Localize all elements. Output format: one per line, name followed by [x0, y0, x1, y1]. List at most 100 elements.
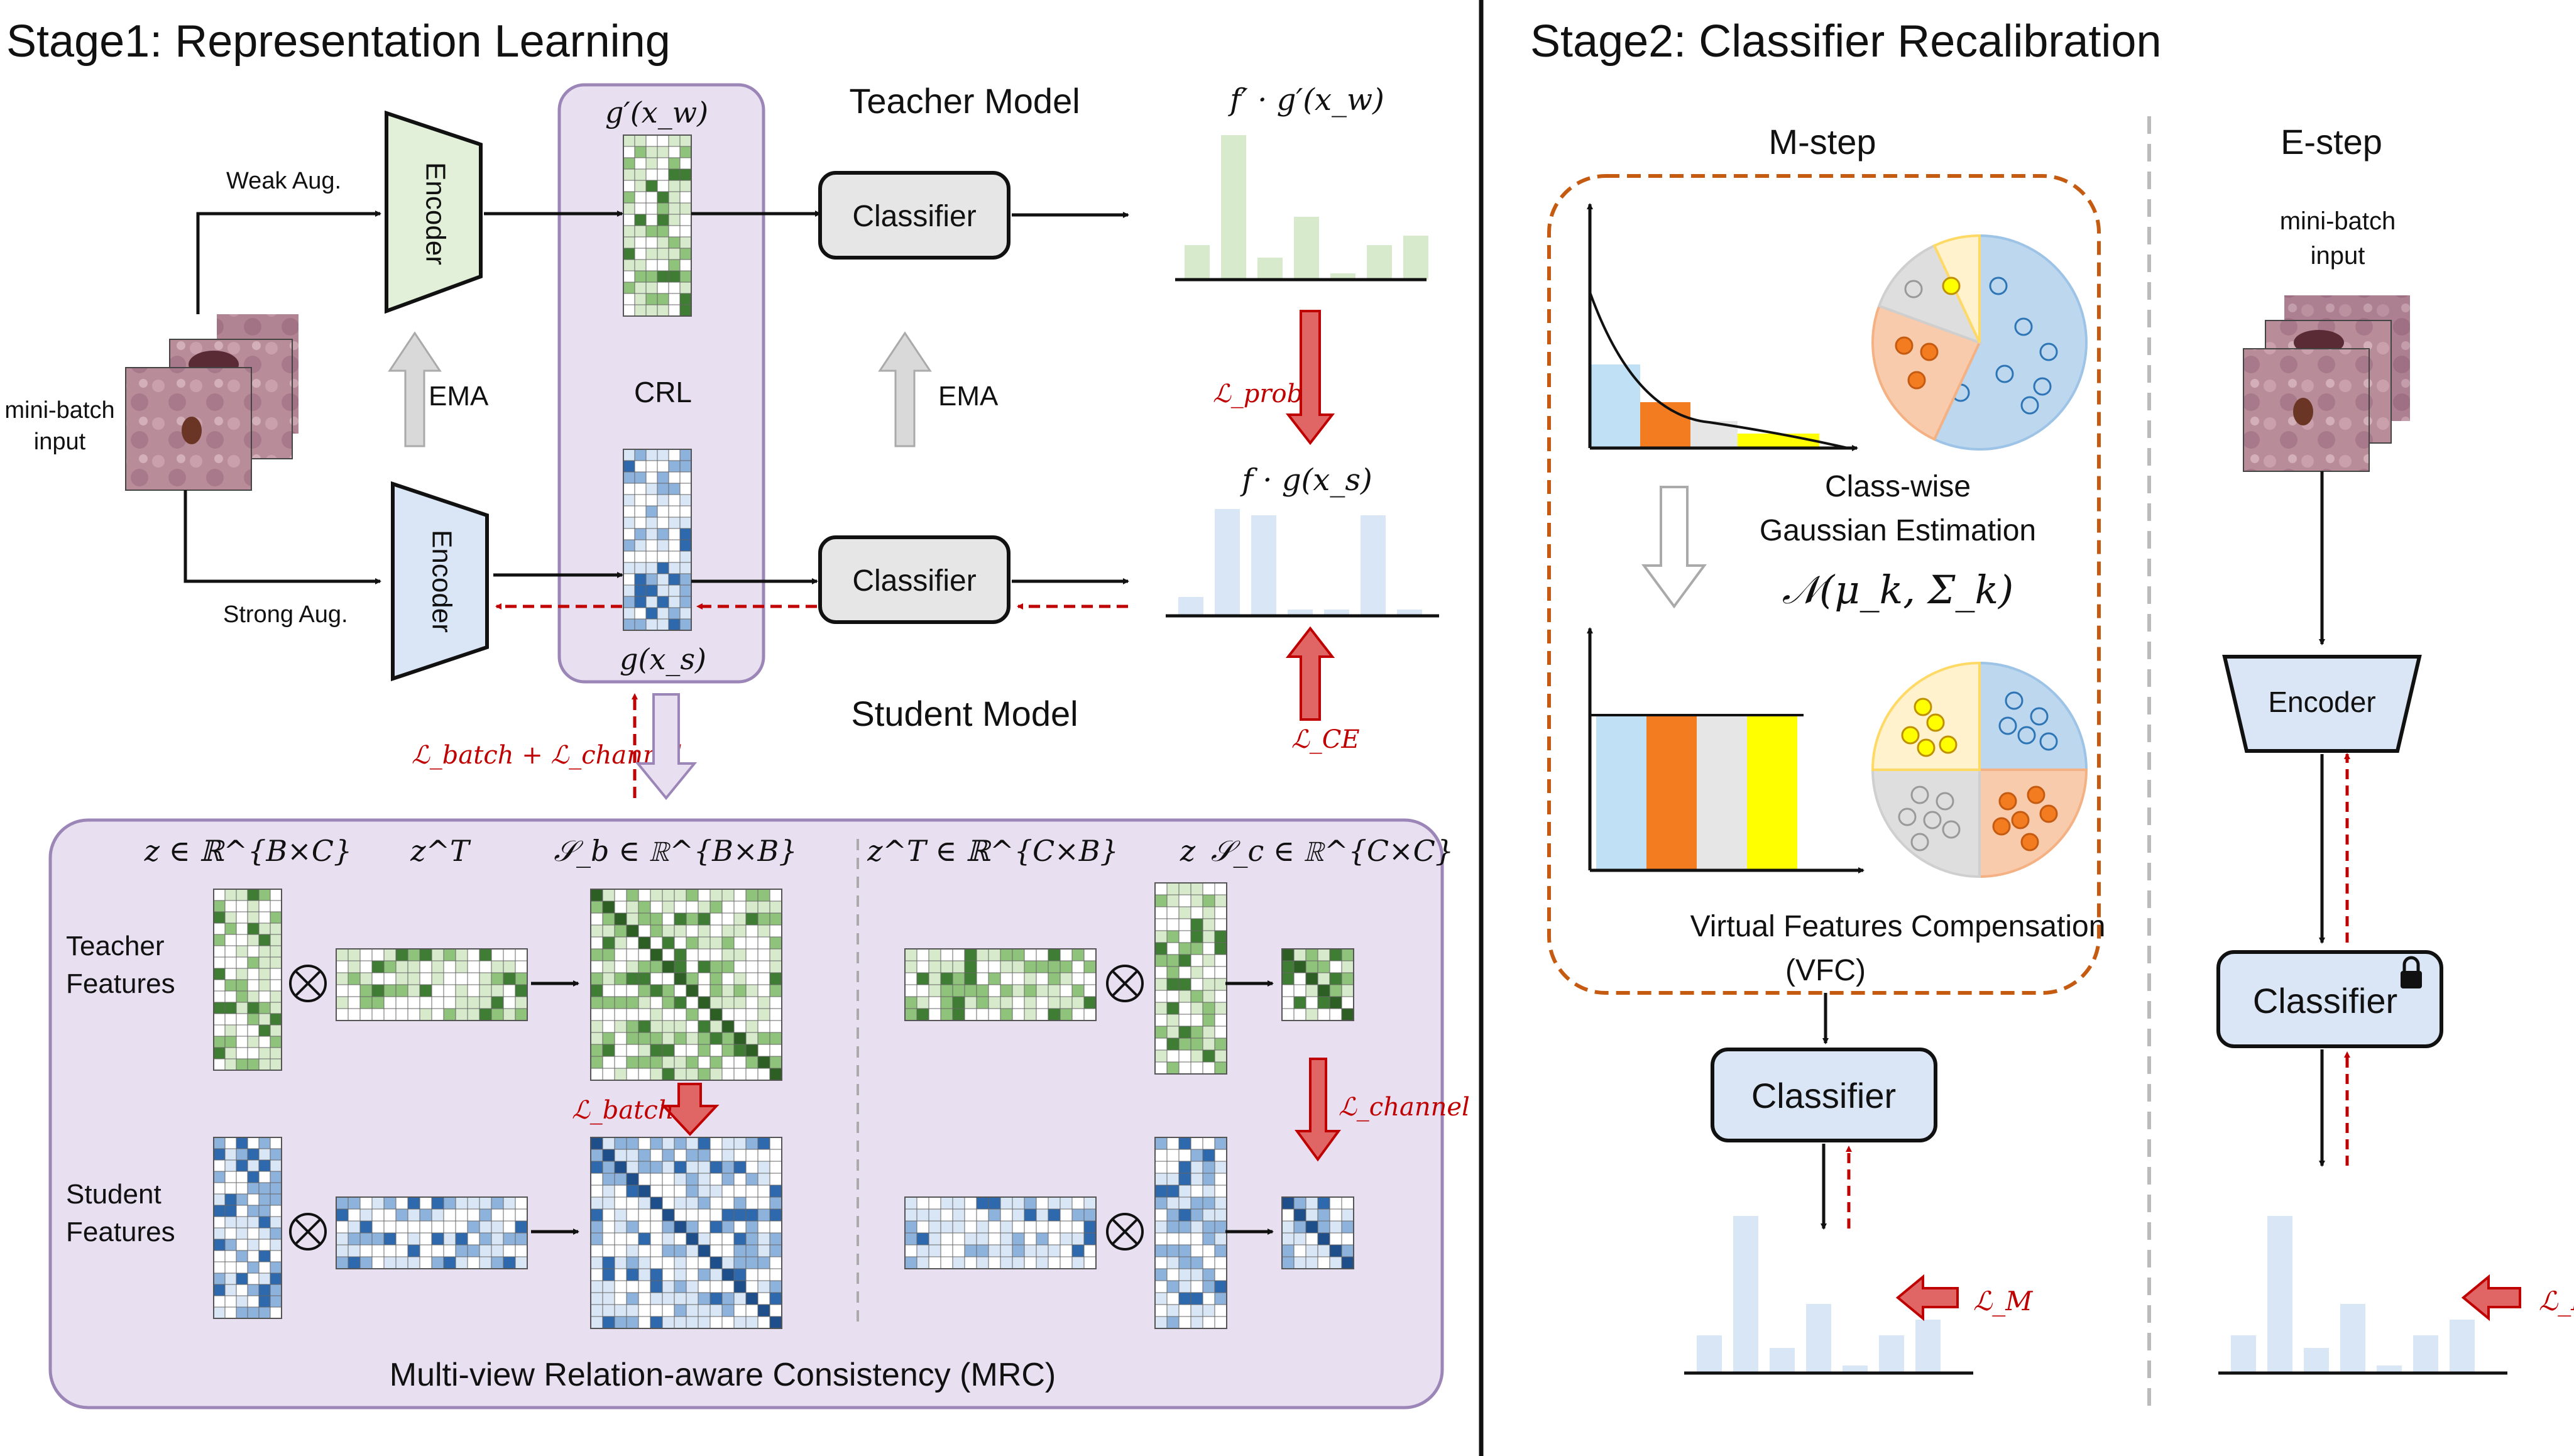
stage1-input-images [125, 314, 298, 491]
teacher-zT-matrix [336, 948, 528, 1021]
sample-dot [2017, 726, 2036, 745]
stage2-title: Stage2: Classifier Recalibration [1530, 16, 2161, 67]
estep-input-line2: input [2311, 242, 2365, 270]
loss-channel-arrow [1295, 1058, 1341, 1162]
teacher-output-bar [1367, 245, 1392, 280]
zT-label: z^T [410, 834, 471, 868]
input-label-line1: mini-batch [4, 397, 114, 424]
estep-output-bar [2340, 1304, 2365, 1373]
teacher-output-bar [1330, 273, 1355, 280]
teacher-output-bar [1185, 245, 1210, 280]
mrc-panel: Multi-view Relation-aware Consistency (M… [48, 818, 1470, 1409]
loss-e-arrow [2461, 1274, 2521, 1322]
sample-dot [1942, 820, 1961, 839]
teacher-classifier-label: Classifier [852, 200, 976, 233]
teacher-encoder [385, 110, 483, 314]
teacher-sb-matrix [590, 889, 782, 1081]
vfc-line2: (VFC) [1785, 954, 1866, 987]
mrc-matrices [213, 882, 1354, 1329]
otimes-icon [289, 965, 327, 1002]
pie-slice [1871, 769, 1981, 879]
sample-dot [1910, 785, 1929, 804]
student-output-bar [1215, 509, 1240, 616]
sample-dot [2020, 396, 2039, 415]
long-tail-chart [1587, 203, 1858, 451]
weak-aug-arrow [196, 211, 381, 314]
class-distribution-pie-bottom [1871, 661, 2088, 879]
ema-label-right: EMA [938, 381, 999, 412]
sample-dot [1895, 336, 1914, 355]
student-encoder-label: Encoder [426, 530, 457, 633]
student-output-bar [1324, 610, 1349, 616]
student-output-distribution [1178, 509, 1422, 616]
student-z2-matrix [1154, 1137, 1227, 1329]
otimes-icon [289, 1213, 327, 1251]
teacher-sc-matrix [1281, 948, 1354, 1021]
student-sc-matrix [1281, 1196, 1354, 1269]
crl-box [557, 83, 765, 684]
z-label: z ∈ ℝ^{B×C} [144, 834, 352, 868]
sample-dot [2033, 377, 2052, 396]
vfc-line1: Virtual Features Compensation [1690, 910, 2106, 943]
teacher-features-line2: Features [66, 968, 175, 999]
estep-output-bar [2377, 1366, 2402, 1373]
teacher-encoder-label: Encoder [420, 162, 451, 265]
loss-ce-label: ℒ_CE [1291, 725, 1360, 754]
crl-label: CRL [634, 376, 692, 408]
mstep-output-bar [1879, 1335, 1904, 1373]
sample-dot [1923, 811, 1942, 829]
sample-dot [1926, 713, 1945, 732]
strong-aug-label: Strong Aug. [223, 601, 348, 628]
weak-aug-label: Weak Aug. [226, 168, 341, 194]
sample-dot [1992, 817, 2011, 836]
estep-output-bar [2231, 1335, 2256, 1373]
student-classifier [818, 535, 1010, 624]
estep-output-bar [2304, 1348, 2329, 1373]
mrc-title: Multi-view Relation-aware Consistency (M… [390, 1357, 1056, 1393]
sample-dot [1904, 280, 1923, 298]
loss-batch-arrow [660, 1083, 720, 1136]
estep-output-bar [2267, 1216, 2292, 1373]
sample-dot [1998, 716, 2017, 735]
teacher-output-bar [1221, 135, 1246, 280]
sample-dot [2020, 833, 2039, 851]
pie-slice [1932, 234, 2088, 451]
g-teacher-label: g′(x_w) [605, 96, 708, 129]
strong-aug-arrow [183, 490, 381, 584]
mstep-output-distribution [1697, 1216, 1941, 1373]
student-model-label: Student Model [851, 694, 1078, 733]
m-step-label: M-step [1768, 122, 1876, 161]
estep-encoder [2222, 655, 2422, 753]
gaussian-line1: Class-wise [1825, 470, 1971, 503]
estep-classifier-label: Classifier [2253, 981, 2397, 1021]
estep-input-images [2243, 295, 2410, 472]
student-feature-cells [623, 449, 692, 631]
loss-m-arrow [1895, 1274, 1959, 1322]
student-encoder [391, 481, 489, 682]
sample-dot [2039, 342, 2058, 361]
teacher-output-bar [1257, 258, 1283, 280]
student-output-bar [1361, 515, 1386, 616]
loss-e-label: ℒ_E [2539, 1286, 2574, 1316]
gaussian-line2: Gaussian Estimation [1760, 514, 2036, 547]
sample-dot [2011, 811, 2030, 829]
mstep-output-bar [1770, 1348, 1795, 1373]
estep-output-bar [2450, 1320, 2475, 1373]
estep-classifier [2216, 950, 2443, 1048]
ema-label-left: EMA [429, 381, 489, 412]
student-zT-matrix [336, 1196, 528, 1269]
estep-input-line1: mini-batch [2280, 207, 2396, 235]
sample-dot [2014, 317, 2033, 336]
sc-label: 𝒮_c ∈ ℝ^{C×C} [1211, 834, 1454, 868]
teacher-feature-matrix [623, 134, 692, 317]
f-teacher-label: f′ · g′(x_w) [1228, 82, 1384, 118]
input-label-line2: input [34, 429, 86, 455]
loss-ce-arrow [1285, 626, 1335, 721]
pie-slice [1877, 244, 1982, 345]
mstep-output-bar [1843, 1366, 1868, 1373]
otimes-icon [1106, 965, 1144, 1002]
gaussian-formula: 𝒩(μ_k, Σ_k) [1782, 567, 2013, 613]
lock-icon [2401, 956, 2422, 988]
sample-dot [1920, 342, 1939, 361]
